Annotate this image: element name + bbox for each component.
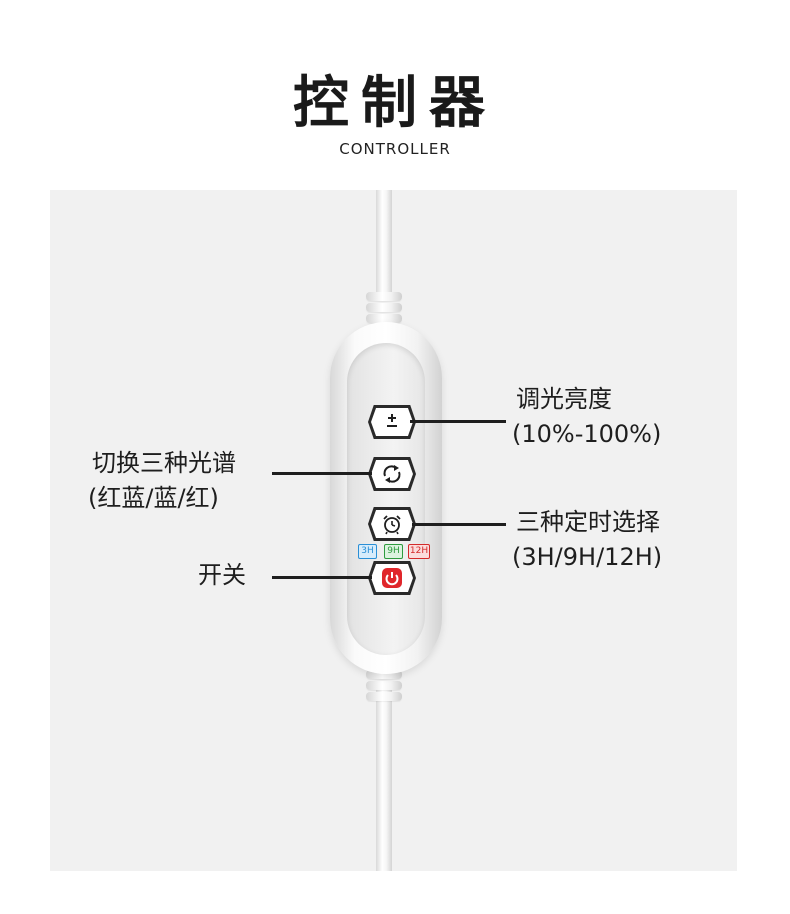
spectrum-switch-button[interactable] (368, 457, 416, 491)
timer-options-label: (3H/9H/12H) (512, 543, 663, 571)
controller-button-panel (347, 343, 425, 655)
power-callout-line (272, 576, 372, 579)
timer-tag-12h: 12H (408, 544, 430, 559)
alarm-clock-icon (383, 515, 401, 535)
cable-collar-bottom-2 (366, 681, 402, 690)
cycle-icon (383, 465, 401, 483)
power-button[interactable] (368, 561, 416, 595)
timer-tag-9h: 9H (384, 544, 403, 559)
dimming-label: 调光亮度 (516, 385, 612, 413)
timer-callout-line (412, 523, 506, 526)
spectrum-label: 切换三种光谱 (92, 449, 236, 477)
timer-label: 三种定时选择 (516, 508, 660, 536)
cable-top (376, 190, 392, 300)
cable-collar-top-2 (366, 303, 402, 312)
page-subtitle: CONTROLLER (339, 140, 451, 158)
power-icon (382, 568, 402, 588)
spectrum-options-label: (红蓝/蓝/红) (88, 484, 219, 512)
dimming-range-label: (10%-100%) (512, 420, 662, 448)
plus-minus-icon (387, 414, 397, 427)
cable-collar-top-1 (366, 292, 402, 301)
dimming-callout-line (410, 420, 506, 423)
timer-button[interactable] (368, 507, 416, 541)
cable-collar-top-3 (366, 314, 402, 323)
spectrum-callout-line (272, 472, 372, 475)
timer-tags: 3H 9H 12H (358, 544, 430, 559)
page-title: 控制器 (293, 71, 497, 136)
dimming-button[interactable] (368, 405, 416, 439)
cable-collar-bottom-3 (366, 692, 402, 701)
cable-collar-bottom-1 (366, 670, 402, 679)
timer-tag-3h: 3H (358, 544, 377, 559)
cable-bottom (376, 690, 392, 871)
power-label: 开关 (198, 561, 246, 589)
